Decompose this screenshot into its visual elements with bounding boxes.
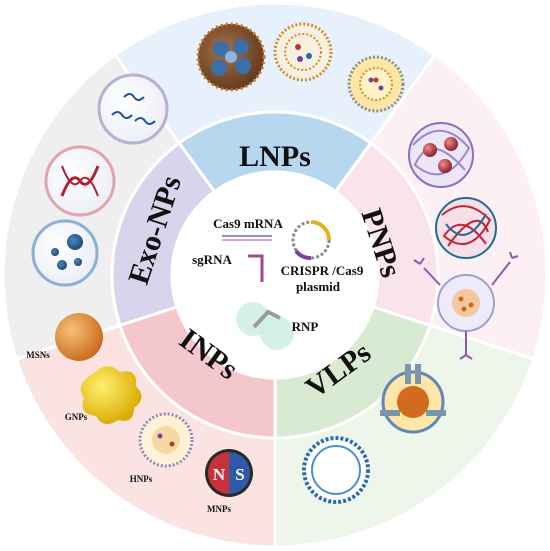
mrna-strand-icon (222, 235, 272, 241)
plasmid-label-2: plasmid (296, 279, 341, 294)
plasmid-icon (291, 220, 331, 260)
magnet-s-label: S (235, 465, 244, 484)
gnps-label: GNPs (65, 412, 88, 422)
virus-like-particle-icon (380, 364, 446, 434)
polymer-nanoparticle-icon (408, 122, 474, 188)
hybrid-nanoparticle-icon (138, 412, 194, 468)
msns-label: MSNs (26, 350, 50, 360)
lipid-vesicle-icon (347, 55, 405, 113)
sgrna-strand-icon (248, 254, 264, 282)
center-circle (170, 170, 380, 380)
lnp-icon (196, 22, 266, 92)
mesoporous-silica-icon (55, 313, 103, 361)
cas9-mrna-label: Cas9 mRNA (213, 216, 283, 231)
exosome-particles-icon (97, 73, 169, 145)
gold-nanoparticle-icon (80, 366, 142, 425)
rnp-label: RNP (292, 319, 319, 334)
sgrna-label: sgRNA (192, 252, 232, 267)
plasmid-label-1: CRISPR /Cas9 (281, 263, 364, 278)
vlp-sphere-icon (302, 436, 370, 504)
rnp-icon (236, 302, 294, 350)
magnet-n-label: N (213, 465, 226, 484)
dendrimer-icon (413, 251, 519, 360)
exosome-dots-icon (31, 219, 99, 287)
liposome-icon (273, 22, 333, 82)
magnet-icon: N S (205, 449, 253, 497)
exosome-dna-icon (44, 145, 116, 217)
mnps-label: MNPs (207, 504, 231, 514)
hnps-label: HNPs (130, 474, 153, 484)
label-lnps: LNPs (239, 140, 311, 173)
polymer-coil-icon (435, 197, 497, 259)
